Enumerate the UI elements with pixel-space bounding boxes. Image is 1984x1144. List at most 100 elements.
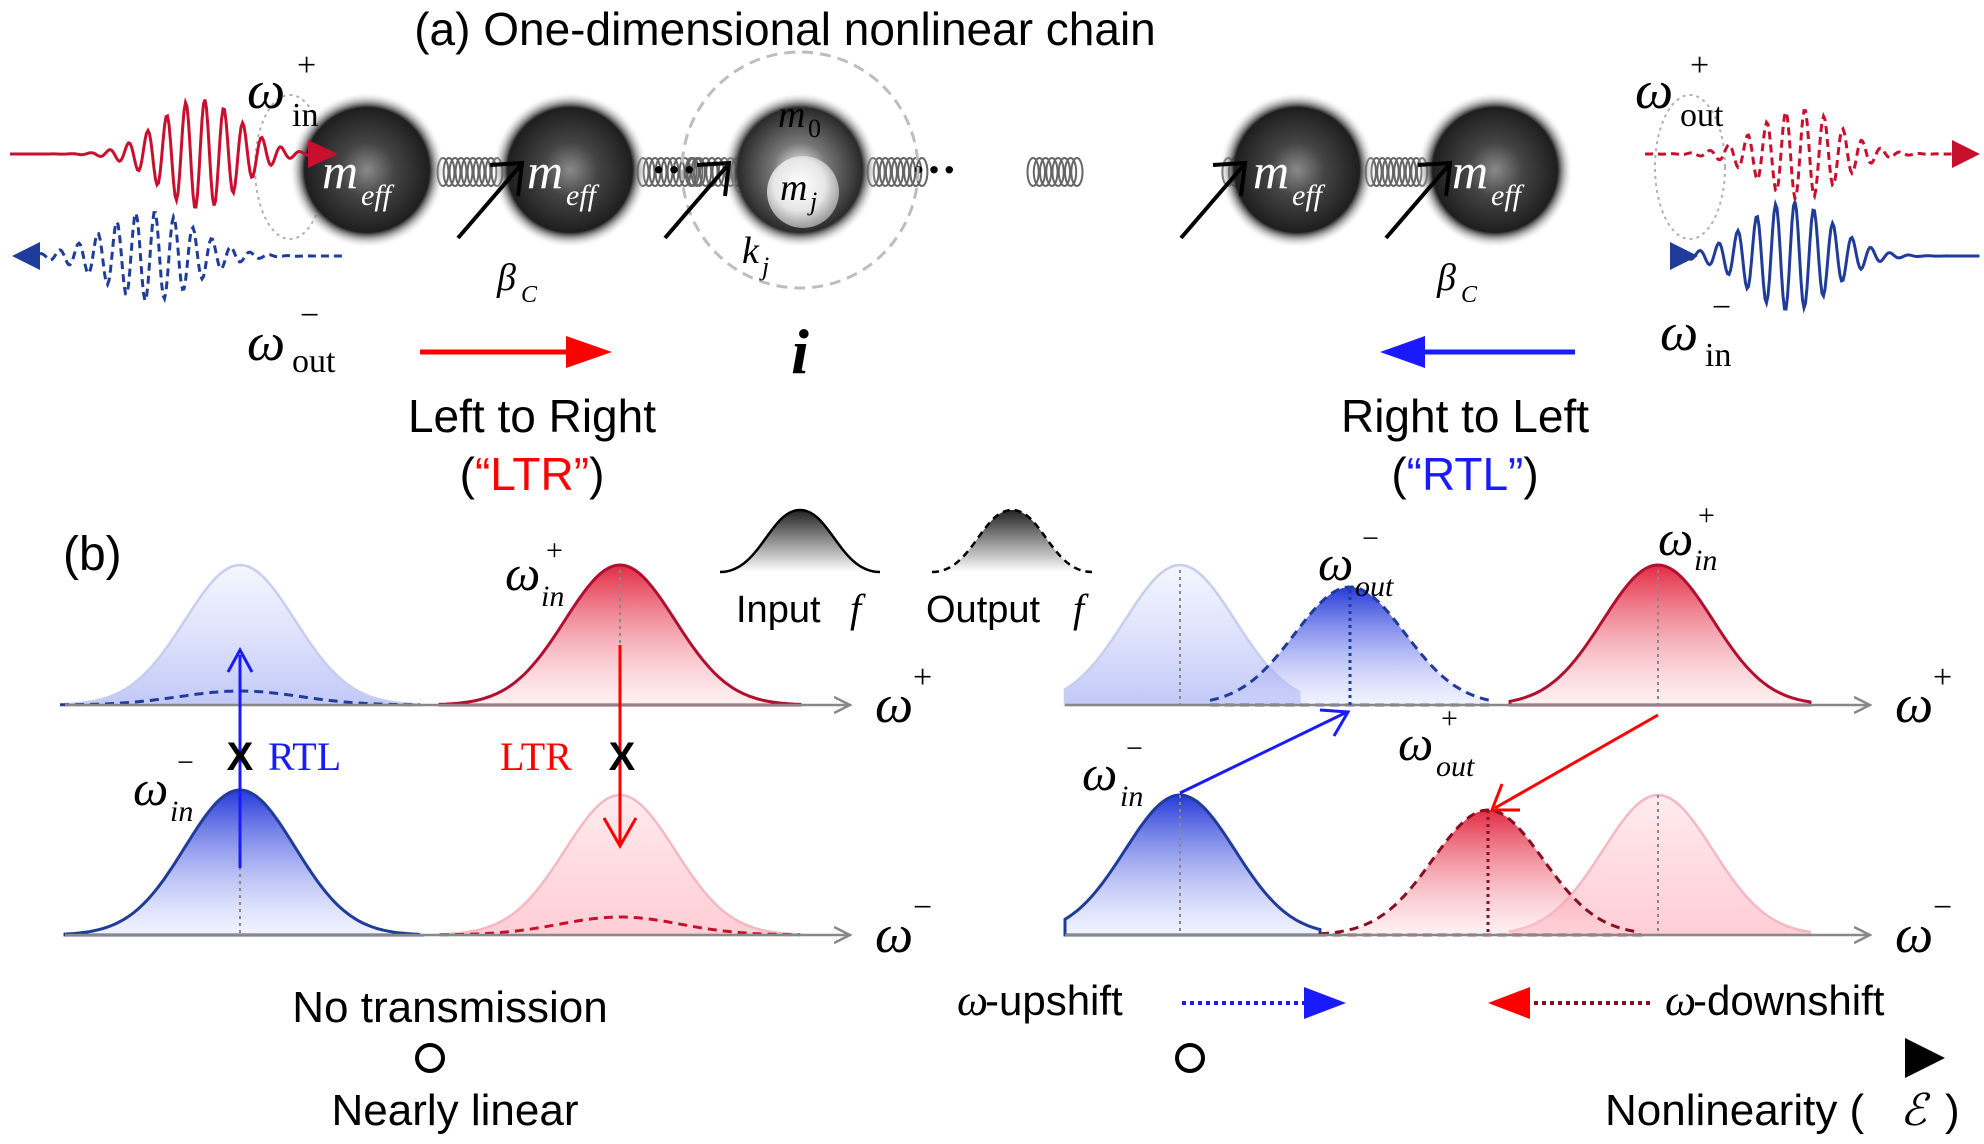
svg-text:ω: ω	[957, 976, 988, 1025]
inner-mass-ball	[767, 156, 839, 228]
wave-in-minus-right	[1670, 198, 1980, 314]
spring-coil	[660, 157, 674, 187]
omega-out-minus-label-right: ω − out	[1318, 522, 1394, 603]
svg-text:+: +	[297, 47, 316, 84]
spring-coil	[1051, 157, 1065, 187]
spring-coil	[448, 157, 462, 187]
legend-input: Input f	[719, 508, 881, 631]
ltr-caption: Left to Right	[408, 390, 656, 442]
svg-text:+: +	[1933, 659, 1952, 696]
mass-eff-ball-3	[1219, 92, 1375, 248]
spring-coil	[666, 157, 680, 187]
axis-omega-plus-left: ω +	[875, 659, 932, 734]
spring-coil	[648, 157, 662, 187]
spring-coil	[903, 157, 917, 187]
axis-omega-minus-right: ω −	[1895, 889, 1952, 964]
omega-out-plus-label-right: ω + out	[1398, 702, 1475, 783]
upshift-dotted-arrow	[1182, 987, 1346, 1019]
svg-text:ω: ω	[1082, 745, 1117, 801]
svg-text:m: m	[780, 167, 807, 209]
svg-text:ω: ω	[247, 312, 285, 372]
panel-b: (b) Input f Output f	[60, 499, 1952, 964]
beta-c-label-left: β C	[496, 257, 538, 308]
svg-text:-upshift: -upshift	[985, 977, 1123, 1024]
mass-eff-label-4: m eff	[1452, 143, 1525, 212]
ltr-arrow	[420, 336, 612, 368]
svg-text:β: β	[1436, 257, 1456, 299]
svg-text:ω: ω	[247, 60, 285, 120]
faint-red-curve-bottom-left	[438, 793, 802, 937]
blue-input-curve-bottom-left	[63, 788, 425, 937]
svg-text:ω: ω	[875, 904, 913, 964]
svg-text:k: k	[742, 230, 760, 272]
downshift-label: ω -downshift	[1665, 976, 1885, 1025]
nonlinearity-axis: No transmission ω -upshift ω -downshift …	[60, 976, 1960, 1135]
panel-a: (a) One-dimensional nonlinear chain ··· …	[10, 3, 1980, 500]
spring-coil	[686, 157, 700, 187]
svg-text:+: +	[1698, 499, 1715, 532]
legend-output: Output f	[926, 508, 1093, 631]
svg-text:out: out	[1355, 570, 1394, 603]
svg-text:ω: ω	[1665, 976, 1696, 1025]
mass-eff-ball-4	[1417, 92, 1573, 248]
omega-in-minus-right-label: ω − in	[1660, 289, 1731, 374]
omega-out-plus-right-label: ω + out	[1635, 47, 1724, 134]
wave-in-plus-left	[10, 97, 338, 209]
svg-text:ω: ω	[1895, 674, 1933, 734]
mass-eff-label-2: m eff	[527, 143, 600, 212]
svg-text:in: in	[292, 97, 318, 134]
shift-onset-marker	[1175, 1043, 1205, 1073]
svg-text:−: −	[913, 889, 932, 926]
upshift-arrow	[1179, 711, 1346, 795]
svg-text:−: −	[177, 746, 194, 779]
spring-coil	[472, 157, 486, 187]
spring-coil	[1376, 157, 1389, 187]
spring-coil	[454, 157, 468, 187]
svg-text:C: C	[521, 282, 538, 308]
blue-input-curve-bottom-right	[1063, 793, 1322, 937]
svg-text:m: m	[527, 143, 563, 199]
svg-text:Output: Output	[926, 589, 1041, 631]
spring-coil	[1039, 157, 1053, 187]
spring-coil	[1398, 157, 1412, 187]
spring-coil	[1057, 157, 1072, 187]
svg-text:f: f	[1073, 586, 1089, 631]
wave-out-plus-right	[1645, 106, 1980, 204]
svg-text:+: +	[1690, 47, 1709, 84]
axis-omega-minus-left: ω −	[875, 889, 932, 964]
svg-text:out: out	[1680, 97, 1724, 134]
svg-text:out: out	[1436, 750, 1475, 783]
svg-text:-downshift: -downshift	[1693, 977, 1885, 1024]
svg-text:f: f	[850, 586, 866, 631]
spring-coil	[909, 157, 923, 187]
wave-out-minus-left	[12, 208, 345, 306]
ltr-block-mark: X	[609, 735, 636, 779]
downshift-arrow	[1494, 713, 1659, 810]
mj-label: m j	[780, 167, 817, 216]
spring-coil	[678, 157, 692, 187]
beta-c-label-right: β C	[1436, 257, 1478, 308]
upshift-label: ω -upshift	[957, 976, 1123, 1025]
svg-text:+: +	[546, 534, 563, 567]
panel-b-label: (b)	[63, 528, 122, 581]
red-output-dashed-bottom-left	[440, 915, 800, 937]
svg-text:ω: ω	[875, 674, 913, 734]
svg-text:Input: Input	[736, 589, 821, 631]
svg-text:m: m	[778, 94, 805, 136]
omega-in-minus-label-left: ω − in	[133, 746, 194, 828]
right-diagram: ω − out ω + in ω − in ω + out ω +	[1063, 499, 1952, 964]
svg-text:eff: eff	[566, 179, 600, 212]
nonlinearity-label: Nonlinearity ( ℰ )	[1605, 1086, 1960, 1135]
omega-in-plus-label-right: ω + in	[1658, 499, 1717, 577]
svg-text:eff: eff	[1491, 179, 1525, 212]
svg-text:in: in	[1694, 544, 1717, 577]
svg-text:ω: ω	[1398, 715, 1433, 771]
nonlinearity-arrowhead	[1905, 1038, 1945, 1078]
omega-in-minus-label-right: ω − in	[1082, 732, 1143, 813]
nearly-linear-label: Nearly linear	[332, 1086, 579, 1135]
rtl-arrow	[1380, 336, 1575, 368]
m0-label: m 0	[778, 94, 821, 143]
spring-coil	[1032, 157, 1047, 187]
left-diagram: X RTL X LTR ω + in ω − in ω + ω −	[60, 534, 932, 964]
ltr-tag: (“LTR”)	[460, 448, 605, 500]
